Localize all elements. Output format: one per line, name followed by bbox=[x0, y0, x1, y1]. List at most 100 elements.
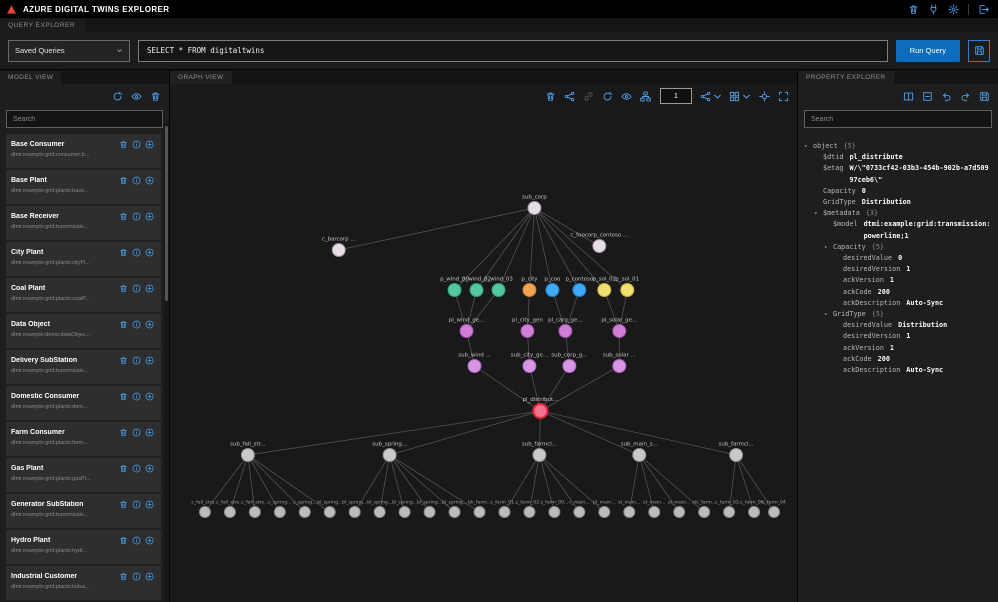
graph-edge[interactable] bbox=[466, 289, 477, 332]
model-info-button[interactable] bbox=[130, 426, 143, 438]
graph-edge[interactable] bbox=[389, 454, 430, 513]
save-query-button[interactable] bbox=[968, 39, 990, 62]
graph-edge[interactable] bbox=[389, 410, 541, 456]
graph-edge[interactable] bbox=[603, 289, 620, 332]
graph-edge[interactable] bbox=[389, 454, 406, 513]
layout-dropdown[interactable] bbox=[727, 89, 754, 104]
graph-node-p_wind_00[interactable] bbox=[447, 283, 462, 297]
graph-node-l17[interactable] bbox=[623, 506, 636, 518]
graph-edge[interactable] bbox=[540, 365, 620, 412]
create-twin-button[interactable] bbox=[143, 354, 156, 366]
graph-edge[interactable] bbox=[504, 454, 540, 513]
delete-model-button[interactable] bbox=[117, 318, 130, 330]
delete-all-models-button[interactable] bbox=[147, 89, 164, 104]
delete-all-twins-button[interactable] bbox=[905, 2, 922, 17]
graph-node-l16[interactable] bbox=[598, 506, 611, 518]
model-item[interactable]: Generator SubStation dtmi:example:grid:t… bbox=[6, 494, 161, 528]
delete-model-button[interactable] bbox=[117, 210, 130, 222]
delete-model-button[interactable] bbox=[117, 570, 130, 582]
graph-edge[interactable] bbox=[534, 207, 605, 291]
graph-edge[interactable] bbox=[454, 207, 535, 291]
graph-node-l12[interactable] bbox=[498, 506, 511, 518]
model-info-button[interactable] bbox=[130, 390, 143, 402]
graph-node-p_coo[interactable] bbox=[545, 283, 560, 297]
tab-property-explorer[interactable]: PROPERTY EXPLORER bbox=[798, 71, 894, 84]
graph-node-p_contoso[interactable] bbox=[572, 283, 587, 297]
graph-node-pl_carg[interactable] bbox=[558, 324, 573, 338]
graph-node-l10[interactable] bbox=[448, 506, 461, 518]
graph-edge[interactable] bbox=[204, 454, 249, 513]
graph-edge[interactable] bbox=[539, 454, 580, 513]
hierarchy-button[interactable] bbox=[637, 89, 654, 104]
model-info-button[interactable] bbox=[130, 534, 143, 546]
chevron-down-icon[interactable]: ▾ bbox=[804, 143, 808, 150]
model-search-input[interactable] bbox=[6, 110, 163, 128]
graph-node-sub_farmcl2[interactable] bbox=[729, 448, 744, 462]
query-input[interactable] bbox=[138, 39, 888, 62]
model-info-button[interactable] bbox=[130, 138, 143, 150]
model-item[interactable]: Domestic Consumer dtmi:example:grid:plan… bbox=[6, 386, 161, 420]
create-twin-button[interactable] bbox=[143, 390, 156, 402]
graph-node-sub_corp[interactable] bbox=[527, 201, 542, 215]
scrollbar-thumb[interactable] bbox=[165, 126, 168, 301]
tab-graph-view[interactable]: GRAPH VIEW bbox=[170, 71, 232, 84]
graph-node-p_sol_01[interactable] bbox=[620, 283, 635, 297]
property-tree-row[interactable]: ▾GridType{5} bbox=[804, 309, 992, 320]
tab-query-explorer[interactable]: QUERY EXPLORER bbox=[0, 19, 86, 32]
model-info-button[interactable] bbox=[130, 498, 143, 510]
graph-node-l14[interactable] bbox=[548, 506, 561, 518]
graph-edge[interactable] bbox=[247, 454, 256, 513]
graph-edge[interactable] bbox=[539, 454, 605, 513]
create-twin-button[interactable] bbox=[143, 570, 156, 582]
graph-edge[interactable] bbox=[638, 454, 680, 513]
graph-edge[interactable] bbox=[338, 207, 535, 251]
create-twin-button[interactable] bbox=[143, 282, 156, 294]
graph-node-l0[interactable] bbox=[198, 506, 211, 518]
graph-edge[interactable] bbox=[247, 454, 281, 513]
graph-edge[interactable] bbox=[389, 454, 455, 513]
graph-node-sub_main[interactable] bbox=[632, 448, 647, 462]
undo-button[interactable] bbox=[938, 89, 955, 104]
model-item[interactable]: Data Object dtmi:example:demo:dataObjec.… bbox=[6, 314, 161, 348]
property-tree-row[interactable]: ▾Capacity{5} bbox=[804, 242, 992, 253]
graph-edge[interactable] bbox=[638, 454, 655, 513]
graph-node-pl_wind[interactable] bbox=[459, 324, 474, 338]
graph-edge[interactable] bbox=[540, 410, 640, 456]
model-list-scrollbar[interactable] bbox=[164, 122, 169, 602]
graph-node-l23[interactable] bbox=[768, 506, 781, 518]
delete-model-button[interactable] bbox=[117, 354, 130, 366]
model-item[interactable]: Coal Plant dtmi:example:grid:plants:coal… bbox=[6, 278, 161, 312]
delete-model-button[interactable] bbox=[117, 282, 130, 294]
save-properties-button[interactable] bbox=[976, 89, 993, 104]
graph-node-l5[interactable] bbox=[323, 506, 336, 518]
graph-node-l21[interactable] bbox=[723, 506, 736, 518]
create-twin-button[interactable] bbox=[143, 174, 156, 186]
graph-node-sub_wind[interactable] bbox=[467, 359, 482, 373]
graph-edge[interactable] bbox=[564, 289, 580, 332]
graph-node-c_barcorp[interactable] bbox=[331, 243, 346, 257]
delete-model-button[interactable] bbox=[117, 390, 130, 402]
graph-edge[interactable] bbox=[247, 410, 541, 456]
graph-node-l20[interactable] bbox=[698, 506, 711, 518]
graph-edge[interactable] bbox=[454, 289, 467, 332]
delete-model-button[interactable] bbox=[117, 174, 130, 186]
refresh-models-button[interactable] bbox=[109, 89, 126, 104]
model-item[interactable]: Base Receiver dtmi:example:grid:transmis… bbox=[6, 206, 161, 240]
model-item[interactable]: City Plant dtmi:example:grid:plants:city… bbox=[6, 242, 161, 276]
delete-model-button[interactable] bbox=[117, 426, 130, 438]
graph-node-pl_solar[interactable] bbox=[612, 324, 627, 338]
sign-out-button[interactable] bbox=[975, 2, 992, 17]
property-tree-row[interactable]: ▾$metadata{3} bbox=[804, 208, 992, 219]
delete-model-button[interactable] bbox=[117, 246, 130, 258]
model-info-button[interactable] bbox=[130, 318, 143, 330]
graph-node-sub_city[interactable] bbox=[522, 359, 537, 373]
graph-node-p_city[interactable] bbox=[522, 283, 537, 297]
create-twin-button[interactable] bbox=[143, 498, 156, 510]
settings-button[interactable] bbox=[945, 2, 962, 17]
graph-edge[interactable] bbox=[389, 454, 480, 513]
graph-node-p_wind_02[interactable] bbox=[469, 283, 484, 297]
model-item[interactable]: Gas Plant dtmi:example:grid:plants:gasPl… bbox=[6, 458, 161, 492]
graph-edge[interactable] bbox=[247, 454, 330, 513]
relationships-button[interactable] bbox=[561, 89, 578, 104]
